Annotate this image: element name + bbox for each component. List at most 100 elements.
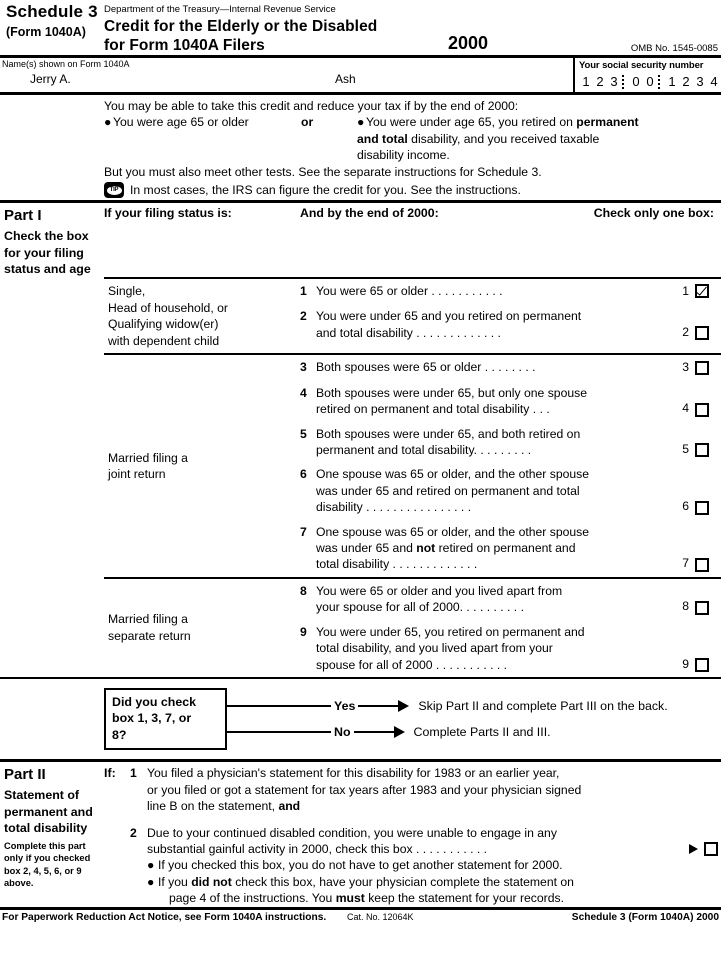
part-1-body: Single, Head of household, or Qualifying… xyxy=(0,277,721,677)
ssn-digit: 2 xyxy=(596,74,604,89)
header-divider xyxy=(0,55,721,58)
part-2-left-column: Part II Statement of permanent and total… xyxy=(0,765,104,906)
line-7-middle: was under 65 and not retired on permanen… xyxy=(316,541,576,556)
ssn-separator xyxy=(622,74,628,89)
last-name-value: Ash xyxy=(335,72,356,86)
checkbox-2[interactable] xyxy=(695,326,709,341)
ssn-digit: 3 xyxy=(696,74,704,89)
intro-bullet-right-line-2: and total disability, and you received t… xyxy=(357,131,600,146)
connector-line xyxy=(358,705,399,708)
part-2-item-1: 1 You filed a physician's statement for … xyxy=(130,765,718,814)
part-2-item-2[interactable]: 2 Due to your continued disabled conditi… xyxy=(130,825,718,858)
ssn-field-label: Your social security number xyxy=(579,60,704,71)
checkbox-row-2[interactable]: 2 You were under 65 and you retired on p… xyxy=(300,304,721,345)
first-name-value: Jerry A. xyxy=(30,72,71,86)
schedule-title: Schedule 3 xyxy=(6,2,98,21)
part-1-table: Single, Head of household, or Qualifying… xyxy=(104,277,721,677)
arrow-right-icon xyxy=(393,726,405,739)
part-2-note: Complete this part only if you checked b… xyxy=(4,841,91,889)
decision-question-box: Did you check box 1, 3, 7, or 8? xyxy=(104,687,227,751)
part-2-description: Statement of permanent and total disabil… xyxy=(4,788,93,835)
checkbox-3[interactable] xyxy=(695,360,709,375)
form-title-line-1: Credit for the Elderly or the Disabled xyxy=(104,18,378,35)
checkbox-row-6[interactable]: 6 One spouse was 65 or older, and the ot… xyxy=(300,462,721,519)
part-2-item-1-line-3: line B on the statement, and xyxy=(147,799,301,814)
checkbox-9[interactable] xyxy=(695,657,709,672)
intro-or-word: or xyxy=(301,115,314,130)
filing-status-group: Married filing a joint return 3 Both spo… xyxy=(104,353,721,576)
decision-flow: Did you check box 1, 3, 7, or 8? Yes Ski… xyxy=(0,676,721,760)
box-number-7: 7 xyxy=(682,556,689,571)
tip-row: TIP In most cases, the IRS can figure th… xyxy=(104,182,721,199)
decision-no-result: Complete Parts II and III. xyxy=(413,725,551,740)
checkbox-part2-statement[interactable] xyxy=(704,842,718,857)
checkbox-row-5[interactable]: 5 Both spouses were under 65, and both r… xyxy=(300,422,721,463)
bullet-dot-icon: ● xyxy=(147,874,155,889)
filing-status-label: Married filing a separate return xyxy=(108,612,191,643)
form-footer: For Paperwork Reduction Act Notice, see … xyxy=(0,906,721,923)
filing-status-group: Married filing a separate return 8 You w… xyxy=(104,576,721,677)
box-number-4: 4 xyxy=(682,401,689,416)
box-number-5: 5 xyxy=(682,442,689,457)
part-2-bullet-2: ● If you did not check this box, have yo… xyxy=(147,874,574,906)
arrow-right-icon xyxy=(398,700,410,713)
checkbox-row-1[interactable]: 1 You were 65 or older . . . . . . . . .… xyxy=(300,279,721,304)
footer-form-id: Schedule 3 (Form 1040A) 2000 xyxy=(571,911,719,923)
form-header: Schedule 3 (Form 1040A) Department of th… xyxy=(0,0,721,55)
name-field-cell[interactable]: Name(s) shown on Form 1040A Jerry A. Ash xyxy=(0,58,575,92)
bullet-dot-icon: ● xyxy=(147,858,155,873)
decision-branch-yes: Yes Skip Part II and complete Part III o… xyxy=(227,693,721,719)
schedule-subtitle: (Form 1040A) xyxy=(6,25,86,39)
intro-bullet-right-line-1: ●You were under age 65, you retired on p… xyxy=(357,115,639,130)
name-field-label: Name(s) shown on Form 1040A xyxy=(2,59,130,69)
part-1-description: Check the box for your filing status and… xyxy=(4,229,91,276)
part-1-left-column: Part I Check the box for your filing sta… xyxy=(0,206,104,277)
box-number-1: 1 xyxy=(682,284,689,299)
schedule-identity: Schedule 3 (Form 1040A) xyxy=(0,2,104,41)
connector-line xyxy=(227,705,331,708)
checkbox-1[interactable] xyxy=(695,284,709,299)
intro-block: You may be able to take this credit and … xyxy=(0,95,721,200)
intro-bullet-left-text: You were age 65 or older xyxy=(113,115,249,130)
part-1-spacer xyxy=(0,277,104,677)
part-1-title: Part I xyxy=(4,207,42,225)
column-header-end-of-year: And by the end of 2000: xyxy=(300,206,439,221)
ssn-field-cell[interactable]: Your social security number 1 2 3 0 0 1 … xyxy=(575,58,721,92)
bullet-dot-icon: ● xyxy=(357,115,365,130)
form-title: Credit for the Elderly or the Disabled f… xyxy=(104,16,448,55)
column-header-check-box: Check only one box: xyxy=(593,206,714,221)
box-number-2: 2 xyxy=(682,324,689,339)
ssn-digit: 2 xyxy=(682,74,690,89)
decision-yes-label: Yes xyxy=(334,699,356,714)
filing-status-label: Married filing a joint return xyxy=(108,450,188,482)
taxpayer-identity-band: Name(s) shown on Form 1040A Jerry A. Ash… xyxy=(0,58,721,95)
checkbox-6[interactable] xyxy=(695,500,709,515)
checkbox-row-7[interactable]: 7 One spouse was 65 or older, and the ot… xyxy=(300,520,721,577)
decision-no-label: No xyxy=(334,725,351,740)
ssn-digit: 0 xyxy=(646,74,654,89)
intro-line-2: But you must also meet other tests. See … xyxy=(104,164,542,179)
ssn-digit: 1 xyxy=(582,74,590,89)
decision-branches: Yes Skip Part II and complete Part III o… xyxy=(227,693,721,745)
checkbox-row-3[interactable]: 3 Both spouses were 65 or older . . . . … xyxy=(300,355,721,380)
form-title-block: Department of the Treasury—Internal Reve… xyxy=(104,2,721,55)
checkbox-8[interactable] xyxy=(695,600,709,615)
department-line: Department of the Treasury—Internal Reve… xyxy=(104,4,336,15)
ssn-digit: 4 xyxy=(710,74,718,89)
arrow-right-icon xyxy=(689,844,698,855)
box-number-9: 9 xyxy=(682,656,689,671)
part-2-items: 1 You filed a physician's statement for … xyxy=(130,765,718,906)
intro-bullet-right-line-3: disability income. xyxy=(357,148,450,163)
checkbox-row-4[interactable]: 4 Both spouses were under 65, but only o… xyxy=(300,381,721,422)
checkbox-row-8[interactable]: 8 You were 65 or older and you lived apa… xyxy=(300,579,721,620)
checkbox-row-9[interactable]: 9 You were under 65, you retired on perm… xyxy=(300,620,721,677)
catalog-number: Cat. No. 12064K xyxy=(347,911,414,922)
checkbox-7[interactable] xyxy=(695,557,709,572)
checkbox-5[interactable] xyxy=(695,443,709,458)
intro-line-1: You may be able to take this credit and … xyxy=(104,99,519,113)
checkbox-4[interactable] xyxy=(695,402,709,417)
bullet-dot-icon: ● xyxy=(104,115,112,130)
filing-status-items: 1 You were 65 or older . . . . . . . . .… xyxy=(300,279,721,353)
intro-bullet-right: ●You were under age 65, you retired on p… xyxy=(357,114,721,163)
